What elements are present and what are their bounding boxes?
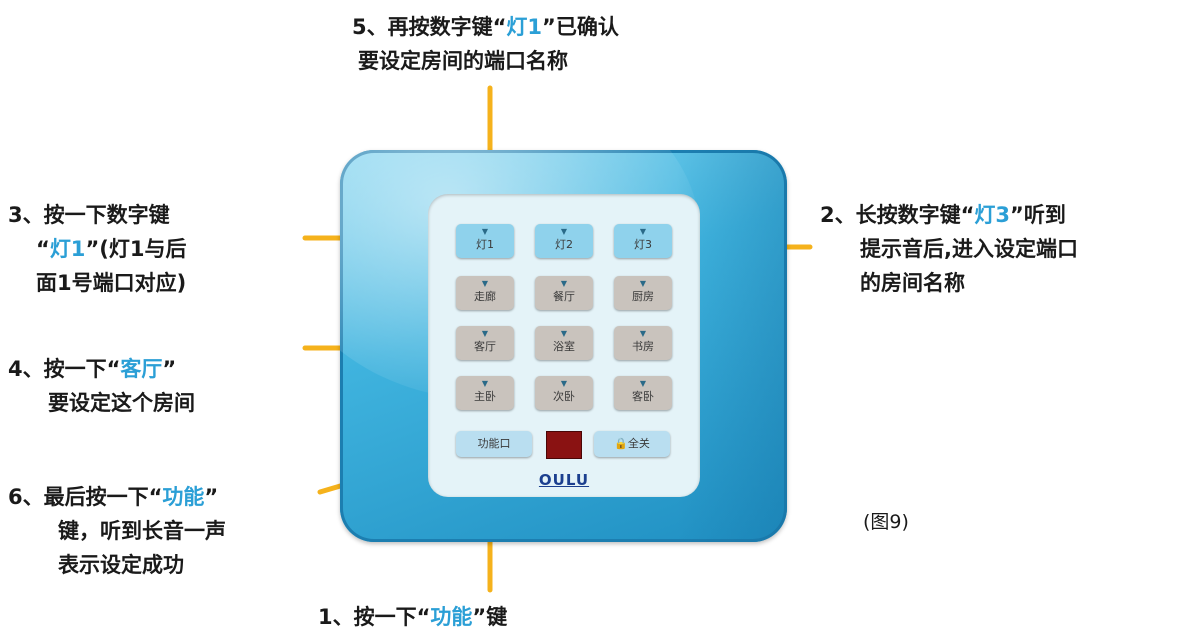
indicator-arrow-icon: ▼ [639,379,647,388]
indicator-arrow-icon: ▼ [560,329,568,338]
key-light-2[interactable]: ▼ 灯2 [535,224,593,258]
key-room-bath[interactable]: ▼ 浴室 [535,326,593,360]
indicator-arrow-icon: ▼ [639,227,647,236]
step-6-note: 6、最后按一下“功能” 键，听到长音一声 表示设定成功 [8,485,226,577]
step-3-note: 3、按一下数字键 “灯1”(灯1与后 面1号端口对应) [8,203,187,295]
key-room-living[interactable]: ▼ 客厅 [456,326,514,360]
brand-logo: OULU [538,471,590,489]
figure-label: (图9) [863,511,909,533]
key-room-master-bed[interactable]: ▼ 主卧 [456,376,514,410]
key-room-second-bed[interactable]: ▼ 次卧 [535,376,593,410]
key-room-dining[interactable]: ▼ 餐厅 [535,276,593,310]
indicator-arrow-icon: ▼ [560,279,568,288]
indicator-arrow-icon: ▼ [481,379,489,388]
step-4-note: 4、按一下“客厅” 要设定这个房间 [8,357,195,415]
indicator-arrow-icon: ▼ [560,379,568,388]
key-room-study[interactable]: ▼ 书房 [614,326,672,360]
function-button[interactable]: 功能口 [456,431,532,457]
key-room-guest-bed[interactable]: ▼ 客卧 [614,376,672,410]
indicator-arrow-icon: ▼ [639,279,647,288]
step-2-note: 2、长按数字键“灯3”听到 提示音后,进入设定端口 的房间名称 [820,203,1078,295]
wall-switch-device: ▼ 灯1 ▼ 灯2 ▼ 灯3 ▼ 走廊 ▼ 餐厅 ▼ 厨房 ▼ 客厅 [340,150,787,542]
indicator-arrow-icon: ▼ [481,329,489,338]
lock-icon: 🔒 [614,437,628,450]
all-off-button[interactable]: 🔒全关 [594,431,670,457]
indicator-arrow-icon: ▼ [560,227,568,236]
key-room-corridor[interactable]: ▼ 走廊 [456,276,514,310]
indicator-arrow-icon: ▼ [481,279,489,288]
indicator-arrow-icon: ▼ [481,227,489,236]
keypad-panel: ▼ 灯1 ▼ 灯2 ▼ 灯3 ▼ 走廊 ▼ 餐厅 ▼ 厨房 ▼ 客厅 [428,194,700,497]
step-1-note: 1、按一下“功能”键 [318,605,508,629]
indicator-arrow-icon: ▼ [639,329,647,338]
led-display [546,431,582,459]
key-light-3[interactable]: ▼ 灯3 [614,224,672,258]
key-light-1[interactable]: ▼ 灯1 [456,224,514,258]
key-room-kitchen[interactable]: ▼ 厨房 [614,276,672,310]
step-5-note: 5、再按数字键“灯1”已确认 要设定房间的端口名称 [352,15,619,73]
